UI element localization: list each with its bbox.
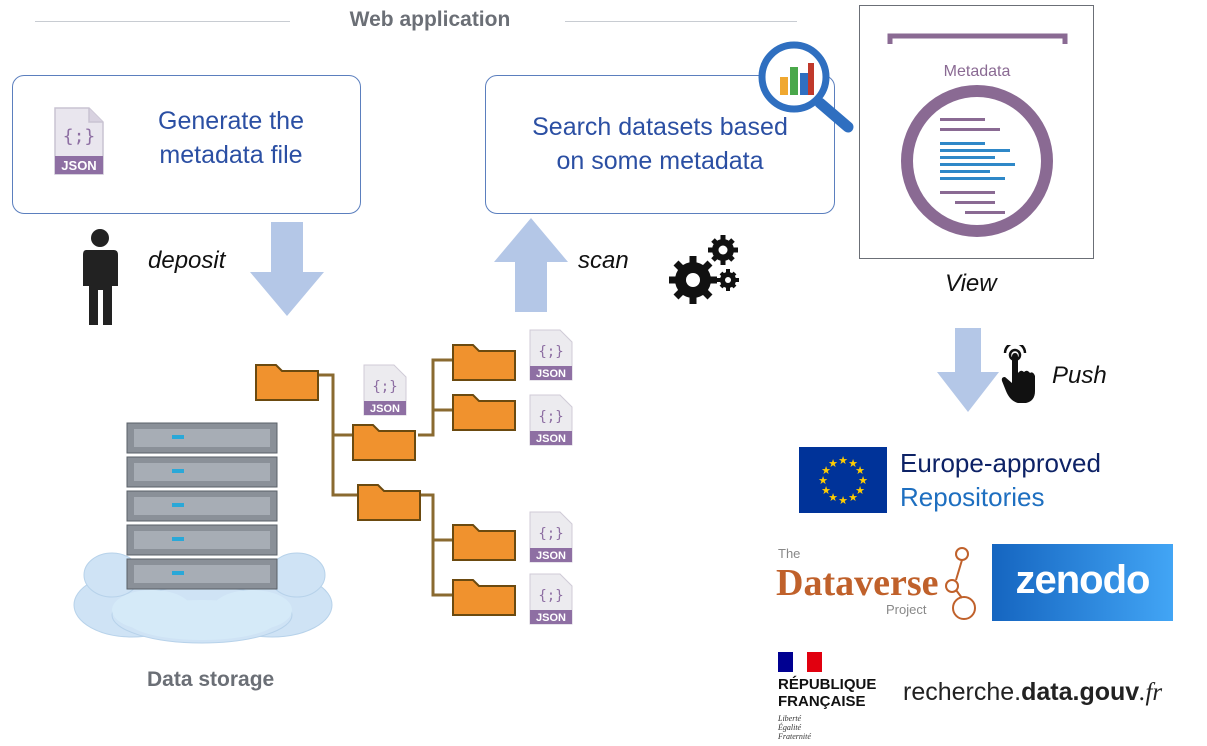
scan-label: scan bbox=[578, 247, 629, 274]
svg-text:★: ★ bbox=[828, 457, 838, 470]
dataverse-the: The bbox=[778, 546, 801, 561]
dataverse-project: Project bbox=[886, 602, 927, 617]
republique-motto-3: Fraternité bbox=[778, 732, 811, 741]
view-label: View bbox=[945, 270, 997, 297]
svg-text:★: ★ bbox=[821, 464, 831, 477]
folder-tree bbox=[248, 325, 588, 635]
svg-text:★: ★ bbox=[855, 464, 865, 477]
json-icon-label: JSON bbox=[61, 158, 96, 173]
json-file-icon: {;} JSON bbox=[362, 363, 408, 417]
search-box-text: Search datasets based on some metadata bbox=[486, 110, 834, 178]
scan-arrow bbox=[492, 216, 570, 312]
json-file-icon: {;} JSON bbox=[528, 510, 574, 564]
svg-text:★: ★ bbox=[848, 491, 858, 504]
republique-francaise-logo: RÉPUBLIQUE FRANÇAISE Liberté Égalité Fra… bbox=[778, 652, 888, 742]
svg-text:JSON: JSON bbox=[536, 612, 566, 624]
svg-text:{;}: {;} bbox=[372, 379, 397, 395]
svg-text:JSON: JSON bbox=[370, 403, 400, 415]
svg-text:JSON: JSON bbox=[536, 433, 566, 445]
deposit-arrow bbox=[248, 222, 326, 318]
svg-text:{;}: {;} bbox=[538, 588, 563, 604]
folders bbox=[255, 344, 516, 616]
data-storage-label: Data storage bbox=[147, 668, 275, 691]
republique-motto-2: Égalité bbox=[778, 723, 802, 732]
generate-box-text: Generate the metadata file bbox=[131, 104, 331, 172]
dataverse-logo: The Dataverse Project bbox=[776, 544, 982, 622]
svg-text:{;}: {;} bbox=[538, 526, 563, 542]
json-file-icon: {;} JSON bbox=[528, 328, 574, 382]
recherche-data-gouv-logo: recherche.data.gouv.fr bbox=[903, 678, 1162, 707]
search-line-2: on some metadata bbox=[556, 147, 764, 175]
svg-text:{;}: {;} bbox=[538, 344, 563, 360]
eu-text: Europe-approved Repositories bbox=[900, 446, 1101, 514]
svg-text:★: ★ bbox=[855, 484, 865, 497]
zenodo-logo: zenodo bbox=[992, 544, 1173, 621]
section-title: Web application bbox=[349, 8, 511, 31]
search-line-1: Search datasets based bbox=[532, 113, 788, 141]
header-rule-left bbox=[35, 21, 290, 22]
svg-text:★: ★ bbox=[828, 491, 838, 504]
republique-motto-1: Liberté bbox=[778, 714, 802, 723]
svg-text:★: ★ bbox=[848, 457, 858, 470]
svg-text:★: ★ bbox=[818, 474, 828, 487]
generate-line-2: metadata file bbox=[159, 141, 303, 169]
dataverse-name: Dataverse bbox=[776, 562, 939, 604]
magnifier-chart-icon bbox=[750, 35, 860, 135]
generate-line-1: Generate the bbox=[158, 107, 304, 135]
zenodo-name: zenodo bbox=[1015, 558, 1151, 602]
svg-text:{;}: {;} bbox=[538, 409, 563, 425]
eu-line-1: Europe-approved bbox=[900, 448, 1101, 478]
svg-text:★: ★ bbox=[821, 484, 831, 497]
eu-line-2: Repositories bbox=[900, 482, 1045, 512]
svg-text:JSON: JSON bbox=[536, 368, 566, 380]
server-cloud-icon bbox=[72, 415, 337, 645]
republique-line-1: RÉPUBLIQUE bbox=[778, 676, 877, 693]
recherche-bold: data.gouv bbox=[1021, 678, 1140, 706]
deposit-label: deposit bbox=[148, 247, 226, 274]
metadata-card-title: Metadata bbox=[944, 63, 1011, 80]
svg-text:JSON: JSON bbox=[536, 550, 566, 562]
svg-text:★: ★ bbox=[858, 474, 868, 487]
json-glyph: {;} bbox=[63, 126, 96, 147]
json-file-icon: {;} JSON bbox=[53, 106, 105, 176]
header-rule-right bbox=[565, 21, 797, 22]
eu-flag-icon: ★★★ ★★★ ★★★ ★★★ bbox=[799, 447, 887, 513]
push-label: Push bbox=[1052, 362, 1107, 389]
person-icon bbox=[78, 228, 123, 328]
svg-text:★: ★ bbox=[838, 494, 848, 507]
tap-hand-icon bbox=[1000, 345, 1040, 405]
gears-icon bbox=[665, 230, 745, 310]
metadata-card: Metadata bbox=[859, 5, 1094, 259]
svg-text:★: ★ bbox=[838, 454, 848, 467]
recherche-suffix: .fr bbox=[1139, 679, 1163, 706]
push-arrow bbox=[935, 328, 1001, 414]
generate-metadata-box: {;} JSON Generate the metadata file bbox=[12, 75, 361, 214]
json-file-icon: {;} JSON bbox=[528, 572, 574, 626]
republique-line-2: FRANÇAISE bbox=[778, 693, 866, 710]
json-file-icon: {;} JSON bbox=[528, 393, 574, 447]
recherche-prefix: recherche. bbox=[903, 678, 1022, 706]
